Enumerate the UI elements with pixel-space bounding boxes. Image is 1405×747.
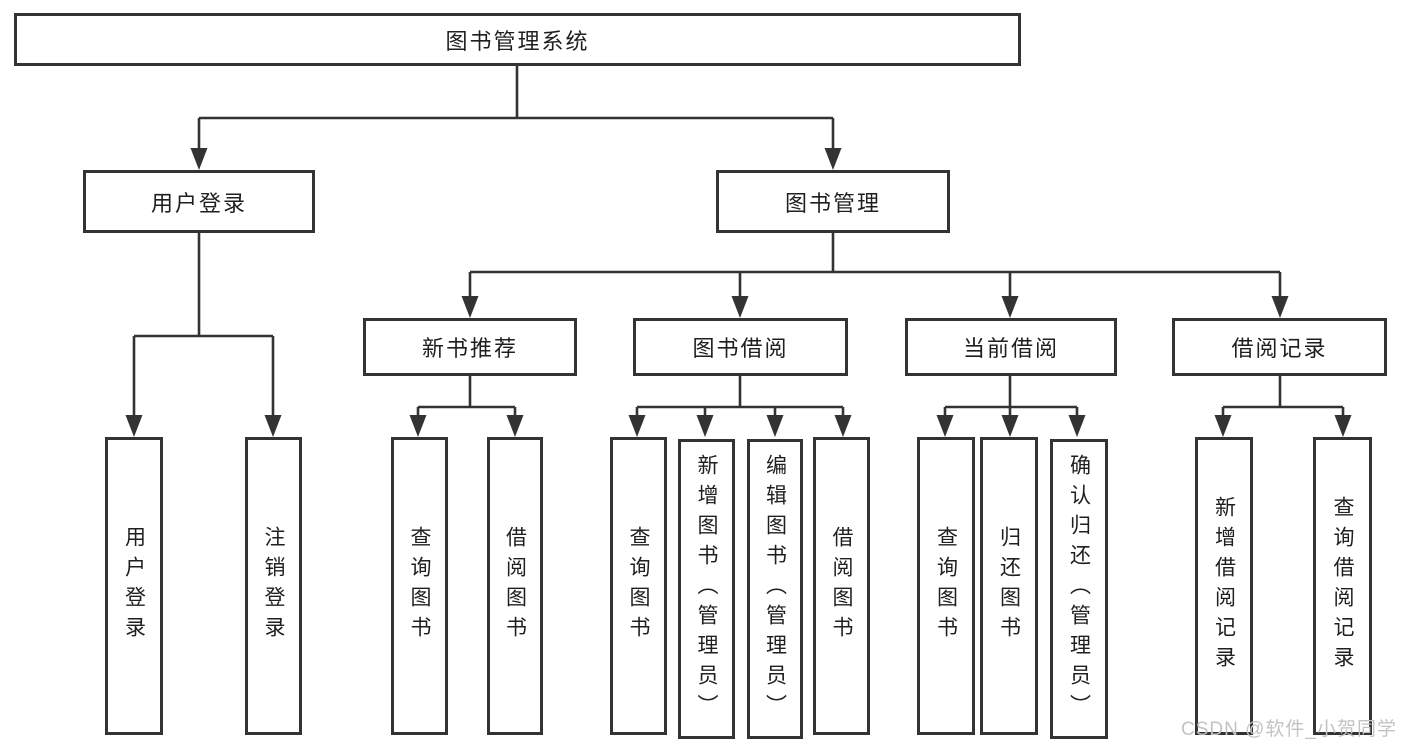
leaf-query-book: 查询图书	[391, 437, 448, 735]
leaf-logout: 注销登录	[245, 437, 302, 735]
node-new-book-recommend: 新书推荐	[363, 318, 577, 376]
leaf-user-login: 用户登录	[105, 437, 163, 735]
node-current-borrow: 当前借阅	[905, 318, 1117, 376]
leaf-add-borrow-record: 新增借阅记录	[1195, 437, 1253, 735]
leaf-return-book: 归还图书	[980, 437, 1038, 735]
node-borrow-records: 借阅记录	[1172, 318, 1387, 376]
node-book-borrow: 图书借阅	[633, 318, 848, 376]
leaf-query-borrow-record: 查询借阅记录	[1313, 437, 1372, 735]
leaf-borrow-book: 借阅图书	[813, 437, 870, 735]
node-book-management: 图书管理	[716, 170, 950, 233]
node-library-system: 图书管理系统	[14, 13, 1021, 66]
csdn-watermark: CSDN @软件_小贺同学	[1181, 719, 1397, 740]
node-user-login: 用户登录	[83, 170, 315, 233]
leaf-query-book: 查询图书	[917, 437, 975, 735]
leaf-add-book-admin: 新增图书（管理员）	[678, 439, 735, 739]
leaf-edit-book-admin: 编辑图书（管理员）	[747, 439, 803, 739]
leaf-borrow-book: 借阅图书	[487, 437, 543, 735]
leaf-confirm-return-admin: 确认归还（管理员）	[1050, 439, 1108, 739]
leaf-query-book: 查询图书	[610, 437, 667, 735]
arrowhead-icons	[125, 148, 1352, 437]
